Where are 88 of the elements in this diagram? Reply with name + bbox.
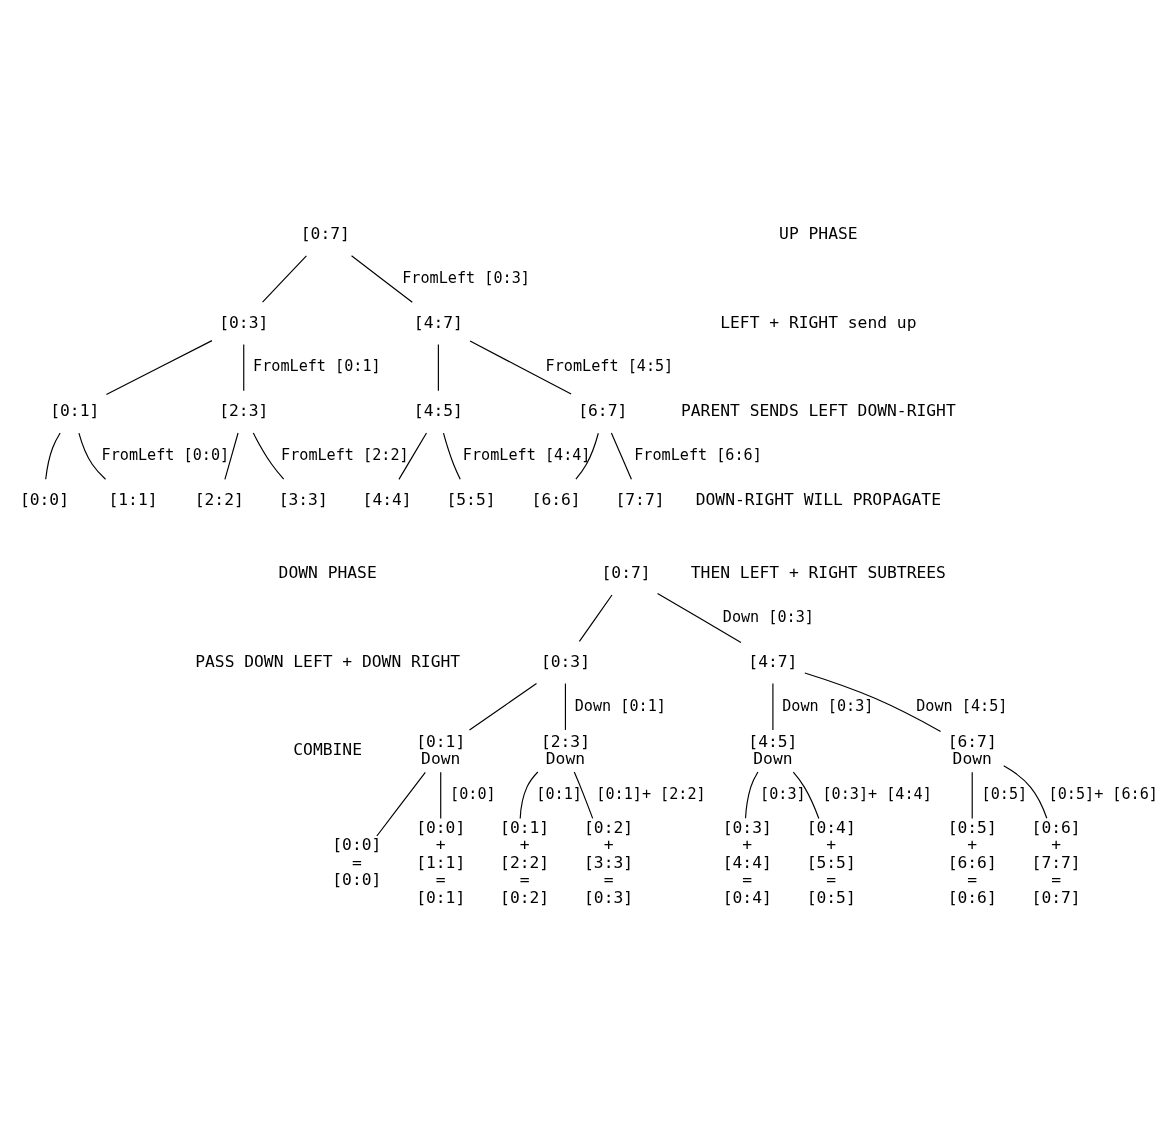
node-text: [4:7] — [748, 651, 798, 671]
node-text: [4:7] — [413, 312, 463, 332]
connector — [744, 771, 759, 819]
connector — [105, 340, 213, 396]
label: LEFT + RIGHT send up — [720, 312, 917, 332]
node-text: [2:3] — [219, 401, 269, 421]
node-text: [4:4] — [362, 489, 412, 509]
label: PARENT SENDS LEFT DOWN-RIGHT — [680, 401, 956, 421]
node-label: Down — [952, 749, 992, 769]
connector — [224, 432, 239, 480]
edge-label: [0:1]+ [2:2] — [596, 785, 706, 804]
node-text: [7:7] — [615, 489, 665, 509]
node-text: [4:5] — [748, 731, 798, 751]
edge-label: [0:1] — [536, 785, 582, 804]
connector — [578, 594, 613, 642]
connector — [45, 432, 61, 480]
connector — [78, 432, 107, 480]
connector — [468, 683, 538, 731]
edge-label: FromLeft [0:1] — [253, 357, 381, 376]
connector — [1003, 765, 1048, 819]
node-text: [0:0] = [0:0] — [332, 835, 382, 890]
label: COMBINE — [293, 740, 362, 760]
connector — [573, 771, 594, 819]
edge-label: Down [4:5] — [916, 696, 1008, 715]
node-text: [2:2] — [194, 489, 244, 509]
edge-label: Down [0:1] — [574, 696, 666, 715]
edge-label: Down [0:3] — [782, 696, 874, 715]
label: DOWN-RIGHT WILL PROPAGATE — [695, 489, 942, 509]
connector — [442, 432, 461, 480]
edge-label: [0:5] — [981, 785, 1028, 804]
node-text: [2:3] — [540, 731, 590, 751]
connector — [575, 432, 599, 480]
node-text: [0:1] + [2:2] = [0:2] — [500, 817, 550, 907]
node-text: [0:7] — [601, 563, 651, 583]
edge-label: [0:0] — [450, 785, 496, 804]
connector — [564, 683, 566, 731]
edge-label: FromLeft [4:4] — [462, 446, 591, 465]
label: UP PHASE — [779, 223, 858, 243]
node-text: [0:0] + [1:1] = [0:1] — [416, 817, 466, 907]
edge-label: [0:3] — [760, 785, 806, 804]
edge-label: FromLeft [2:2] — [281, 446, 409, 465]
node-text: [1:1] — [108, 489, 158, 509]
connector — [243, 343, 245, 392]
connector — [610, 432, 632, 480]
label: THEN LEFT + RIGHT SUBTREES — [690, 563, 946, 583]
edge-label: [0:5]+ [6:6] — [1048, 785, 1158, 804]
node-text: [0:1] — [416, 731, 466, 751]
connector — [656, 592, 742, 644]
node-label: Down — [753, 749, 793, 769]
node-text: [0:3] — [219, 312, 269, 332]
connector — [772, 683, 774, 731]
label: DOWN PHASE — [278, 563, 377, 583]
edge-label: [0:3]+ [4:4] — [822, 785, 932, 804]
connector — [469, 340, 572, 395]
node-text: [0:0] — [19, 489, 69, 509]
node-text: [0:1] — [50, 401, 100, 421]
node-label: Down — [421, 749, 461, 769]
node-text: [0:7] — [300, 223, 350, 243]
connector — [261, 255, 307, 303]
node-text: [0:3] + [4:4] = [0:4] — [722, 817, 772, 907]
connector — [792, 771, 820, 820]
label: PASS DOWN LEFT + DOWN RIGHT — [195, 651, 461, 671]
connector — [804, 672, 942, 732]
edge-label: FromLeft [4:5] — [545, 357, 674, 376]
connector — [437, 343, 439, 392]
edge-label: FromLeft [6:6] — [634, 446, 762, 465]
connector — [519, 771, 539, 819]
node-label: Down — [545, 749, 586, 769]
node-text: [0:5] + [6:6] = [0:6] — [947, 817, 997, 907]
edge-label: FromLeft [0:3] — [402, 268, 530, 287]
connector — [440, 771, 442, 820]
connector — [252, 432, 285, 480]
node-text: [5:5] — [446, 489, 496, 509]
connector — [350, 255, 413, 303]
connector — [398, 432, 428, 480]
node-text: [0:6] + [7:7] = [0:7] — [1031, 817, 1081, 907]
node-text: [0:3] — [540, 651, 590, 671]
node-text: [4:5] — [413, 401, 463, 421]
edge-label: Down [0:3] — [722, 608, 814, 627]
node-text: [6:6] — [531, 489, 581, 509]
node-text: [3:3] — [278, 489, 328, 509]
node-text: [0:2] + [3:3] = [0:3] — [584, 817, 634, 907]
node-text: [6:7] — [947, 731, 997, 751]
connector — [376, 771, 426, 837]
edge-label: FromLeft [0:0] — [101, 446, 230, 465]
node-text: [6:7] — [578, 401, 628, 421]
node-text: [0:4] + [5:5] = [0:5] — [806, 817, 856, 907]
connector — [971, 771, 973, 820]
